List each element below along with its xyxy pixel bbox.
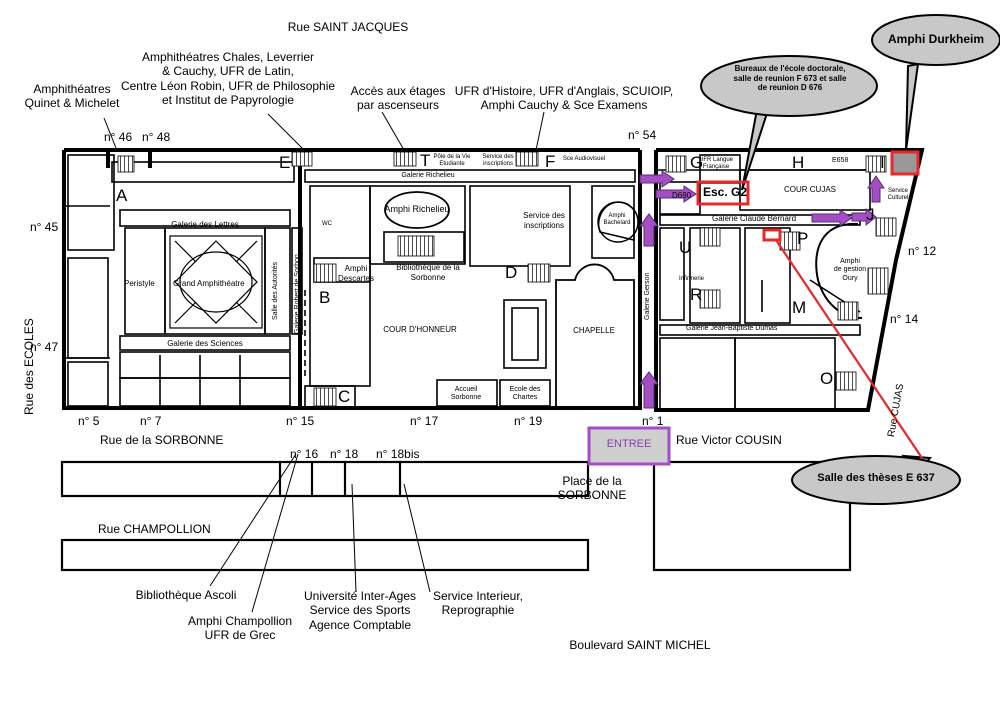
room-galerie-lettres: Galerie des Lettres: [171, 220, 239, 229]
number-54: n° 54: [628, 128, 657, 142]
stair-u: U: [679, 238, 692, 257]
room-cour-cujas: COUR CUJAS: [784, 185, 837, 194]
entree-box: [587, 426, 671, 466]
number-17: n° 17: [410, 414, 439, 428]
label-chales: Amphithéatres Chales, Leverrier & Cauchy…: [120, 50, 336, 108]
label-acces-ascenseurs: Accès aux étages par ascenseurs: [350, 84, 446, 113]
chapelle-shape: [555, 263, 635, 406]
stair-r: R: [690, 285, 703, 304]
staircases: [117, 151, 897, 407]
stair-m: M: [792, 298, 807, 317]
room-ufr-langue: UFR Langue Française: [698, 157, 734, 171]
room-wc: WC: [322, 221, 332, 227]
leader-lines: [103, 111, 545, 613]
number-18: n° 18: [330, 447, 359, 461]
number-7: n° 7: [140, 414, 162, 428]
stair-g: G: [690, 153, 704, 172]
room-accueil: Accueil Sorbonne: [450, 386, 482, 402]
street-champollion: Rue CHAMPOLLION: [98, 522, 211, 536]
stair-p: P: [797, 229, 809, 248]
room-d690: D690: [672, 191, 692, 200]
street-ecoles: Rue des ECOLES: [22, 318, 36, 415]
room-infirmerie: Infirmerie: [679, 276, 705, 282]
stair-i: I: [880, 153, 885, 172]
stair-o: O: [820, 369, 834, 388]
amphi-bachelard-shape: [597, 201, 639, 243]
room-bibliotheque: Bibliothèque de la Sorbonne: [396, 263, 460, 282]
room-service-inscriptions: Service des inscriptions: [523, 211, 565, 230]
room-e658: E658: [832, 157, 849, 164]
room-grand-amphitheatre: Grand Amphithéatre: [173, 279, 245, 288]
stair-c: C: [338, 387, 351, 406]
label-universite-inter-ages: Université Inter-Ages Service des Sports…: [303, 589, 417, 632]
room-audiovisuel: Sce Audiovisuel: [562, 156, 606, 162]
street-saint-michel: Boulevard SAINT MICHEL: [569, 638, 711, 652]
room-amphi-descartes: Amphi Descartes: [337, 264, 375, 283]
room-amphi-bachelard: Amphi Bachelard: [603, 213, 631, 227]
street-victor-cousin: Rue Victor COUSIN: [676, 433, 782, 447]
stair-d: D: [505, 263, 518, 282]
room-galerie-robert: Galerie Robert de Sorbon: [294, 254, 301, 334]
callout-salle-theses: Salle des thèses E 637: [817, 472, 935, 484]
room-amphi-gestion-oury: Amphi de gestion Oury: [833, 258, 867, 282]
number-5: n° 5: [78, 414, 100, 428]
stair-b: B: [319, 288, 331, 307]
label-service-interieur: Service Interieur, Reprographie: [432, 589, 524, 618]
callout-esc-g2: Esc. G2: [703, 185, 748, 199]
room-galerie-claude-bernard: Galerie Claude Bernard: [712, 214, 797, 223]
stair-j: J: [866, 205, 875, 224]
room-chapelle: CHAPELLE: [573, 326, 615, 335]
red-highlights: [696, 150, 920, 242]
room-service-culturel: Service Culturel: [887, 188, 909, 202]
stair-e: E: [279, 153, 291, 172]
grand-amphitheatre: [169, 235, 263, 329]
place-sorbonne: Place de la SORBONNE: [557, 474, 627, 503]
room-ecole-chartes: Ecole des Chartes: [509, 386, 541, 402]
amphi-richelieu-shape: [384, 191, 450, 229]
red-pointer-lines: [775, 239, 923, 459]
room-salle-autorites: Salle des Autorités: [272, 262, 279, 320]
room-amphi-richelieu: Amphi Richelieu: [384, 204, 450, 214]
number-47: n° 47: [30, 340, 59, 354]
central-area: [304, 169, 636, 409]
number-48: n° 48: [142, 130, 171, 144]
stair-a: A: [116, 186, 128, 205]
callout-bubbles: [700, 14, 1000, 505]
number-19: n° 19: [514, 414, 543, 428]
label-bibliotheque-ascoli: Bibliothèque Ascoli: [135, 588, 237, 602]
street-saint-jacques: Rue SAINT JACQUES: [287, 20, 409, 34]
room-galerie-dumas: Galerie Jean-Baptiste Dumas: [686, 325, 778, 332]
label-histoire: UFR d'Histoire, UFR d'Anglais, SCUIOIP, …: [454, 84, 674, 113]
south-annex: [60, 460, 852, 572]
west-wing: [64, 154, 303, 407]
number-14: n° 14: [890, 312, 919, 326]
room-galerie-richelieu: Galerie Richelieu: [401, 172, 455, 179]
callout-amphi-durkheim: Amphi Durkheim: [887, 32, 984, 46]
number-16: n° 16: [290, 447, 319, 461]
number-46: n° 46: [104, 130, 133, 144]
label-quinet-michelet: Amphithéatres Quinet & Michelet: [24, 82, 120, 111]
room-peristyle: Peristyle: [124, 279, 155, 288]
stair-f: F: [545, 152, 556, 171]
room-pole-vie: Pôle de la Vie Etudiante: [433, 154, 471, 168]
number-12: n° 12: [908, 244, 937, 258]
stair-h: H: [792, 153, 805, 172]
street-sorbonne: Rue de la SORBONNE: [100, 433, 224, 447]
stair-t: T: [420, 151, 431, 170]
purple-arrows: [639, 170, 885, 409]
number-18bis: n° 18bis: [376, 447, 420, 461]
number-45: n° 45: [30, 220, 59, 234]
number-15: n° 15: [286, 414, 315, 428]
number-1: n° 1: [642, 414, 664, 428]
callout-bureaux-ecole-doctorale: Bureaux de l'école doctorale, salle de r…: [733, 64, 847, 93]
room-inscriptions-top: Service des inscriptions: [482, 154, 514, 168]
room-galerie-sciences: Galerie des Sciences: [167, 339, 243, 348]
callout-entree[interactable]: ENTREE: [606, 438, 652, 450]
room-cour-honneur: COUR D'HONNEUR: [383, 325, 457, 334]
label-amphi-champollion: Amphi Champollion UFR de Grec: [187, 614, 293, 643]
room-galerie-gerson: Galerie Gerson: [644, 272, 651, 320]
